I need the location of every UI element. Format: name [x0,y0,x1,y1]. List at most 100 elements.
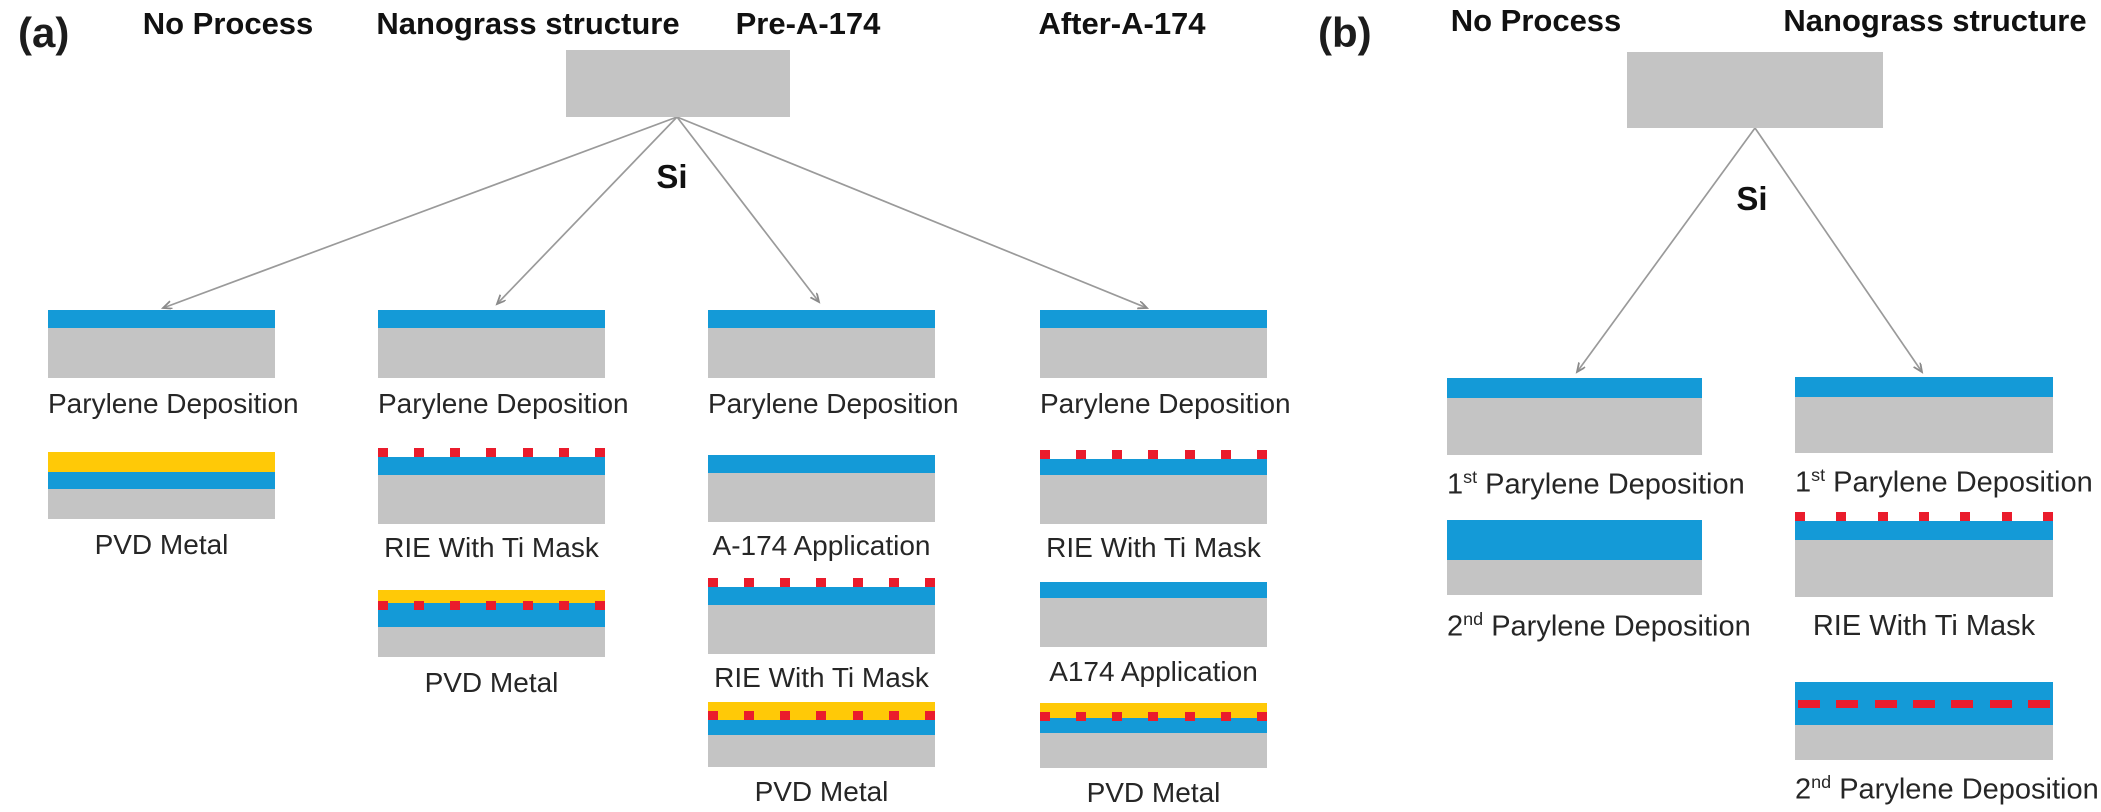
step-rie-ti-mask: RIE With Ti Mask [1795,512,2053,643]
parylene-layer [48,310,275,328]
si-substrate-layer [1040,733,1267,768]
parylene-layer [378,310,605,328]
step-pvd-metal: PVD Metal [1040,703,1267,809]
step-second-parylene-deposition: 2nd Parylene Deposition [1447,520,1751,644]
parylene-layer [378,457,605,475]
si-substrate-layer [378,475,605,524]
ti-mask-segment [708,578,718,587]
ti-mask-segment [924,711,935,720]
step-parylene-deposition: Parylene Deposition [1040,310,1291,420]
ti-mask-segment [1951,700,1974,708]
ti-mask-segment [1874,700,1897,708]
step-label: 2nd Parylene Deposition [1447,609,1751,644]
ti-mask-segment [816,711,827,720]
ti-mask-segment [852,578,863,587]
flow-arrow [497,116,678,304]
ti-mask-row [708,578,935,587]
column-header-no-process-a: No Process [142,6,314,41]
ti-mask-segment [2001,512,2012,521]
step-parylene-deposition: Parylene Deposition [378,310,629,420]
si-substrate-layer [708,473,935,522]
parylene-layer [1040,459,1267,475]
step-parylene-deposition: Parylene Deposition [48,310,299,420]
step-label: RIE With Ti Mask [1812,610,2036,642]
ti-mask-segment [378,448,388,457]
ti-mask-segment [522,448,533,457]
parylene-layer [1040,718,1267,733]
step-label: Parylene Deposition [708,388,959,419]
metal-layer [48,452,275,472]
step-label: RIE With Ti Mask [384,532,599,563]
step-label: PVD Metal [94,529,229,560]
ti-mask-segment [486,601,497,610]
step-label: Parylene Deposition [1040,388,1291,419]
step-label: 2nd Parylene Deposition [1795,772,2099,807]
ti-mask-segment [450,448,461,457]
ti-mask-row [1795,700,2053,708]
si-substrate-layer [708,735,935,767]
ti-mask-segment [744,578,755,587]
ti-mask-segment [1798,700,1820,708]
flow-arrow [1577,127,1756,372]
step-label-ordinal: st [1811,465,1826,485]
ti-mask-segment [1256,450,1267,459]
step-label: PVD Metal [754,776,889,807]
ti-mask-segment [1836,512,1847,521]
ti-mask-segment [852,711,863,720]
step-label-text: Parylene Deposition [1483,610,1751,643]
flow-arrow [676,116,819,302]
parylene-layer [1447,378,1702,398]
si-substrate-layer [1795,397,2053,453]
step-label-text: Parylene Deposition [1825,466,2093,499]
step-label: RIE With Ti Mask [1046,532,1261,563]
step-rie-ti-mask: RIE With Ti Mask [378,448,605,564]
si-substrate-layer [48,489,275,519]
step-first-parylene-deposition: 1st Parylene Deposition [1795,377,2093,500]
ti-mask-row [1040,450,1267,459]
step-pvd-metal: PVD Metal [378,590,605,699]
step-label-num: 1 [1795,466,1812,499]
ti-mask-segment [1256,712,1267,721]
step-label-num: 2 [1795,773,1812,806]
parylene-layer [1040,310,1267,328]
parylene-layer [1795,521,2053,540]
ti-mask-segment [1220,450,1231,459]
ti-mask-segment [558,601,569,610]
parylene-layer [708,587,935,605]
step-label: RIE With Ti Mask [714,662,929,693]
step-a174-application: A174 Application [1040,582,1267,688]
si-substrate-layer [378,627,605,657]
step-rie-ti-mask: RIE With Ti Mask [708,578,935,694]
si-substrate-layer [1795,540,2053,597]
flow-arrow [163,116,678,308]
si-substrate-layer [708,328,935,378]
step-label: Parylene Deposition [378,388,629,419]
ti-mask-segment [414,601,425,610]
column-header-nanograss-a: Nanograss structure [376,6,680,41]
parylene-layer [1040,582,1267,598]
ti-mask-segment [1877,512,1888,521]
panel-b-label: (b) [1318,9,1372,56]
ti-mask-segment [1960,512,1971,521]
ti-mask-segment [1184,712,1195,721]
step-label: Parylene Deposition [48,388,299,419]
step-label-text: Parylene Deposition [1831,773,2099,806]
ti-mask-segment [1076,712,1087,721]
ti-mask-row [1040,712,1267,721]
si-wafer-box-a [566,50,790,117]
step-label-ordinal: nd [1463,609,1484,629]
column-header-after-a174: After-A-174 [1038,6,1206,41]
metal-layer [378,590,605,603]
ti-mask-segment [1795,512,1805,521]
si-substrate-layer [1795,725,2053,760]
parylene-layer [48,472,275,489]
ti-mask-segment [1040,450,1050,459]
step-label-num: 1 [1447,468,1464,501]
metal-layer [1040,703,1267,718]
parylene-layer [708,310,935,328]
flow-arrow [1754,127,1922,372]
step-label-ordinal: nd [1811,772,1832,792]
ti-mask-segment [1989,700,2012,708]
ti-mask-segment [1112,712,1123,721]
